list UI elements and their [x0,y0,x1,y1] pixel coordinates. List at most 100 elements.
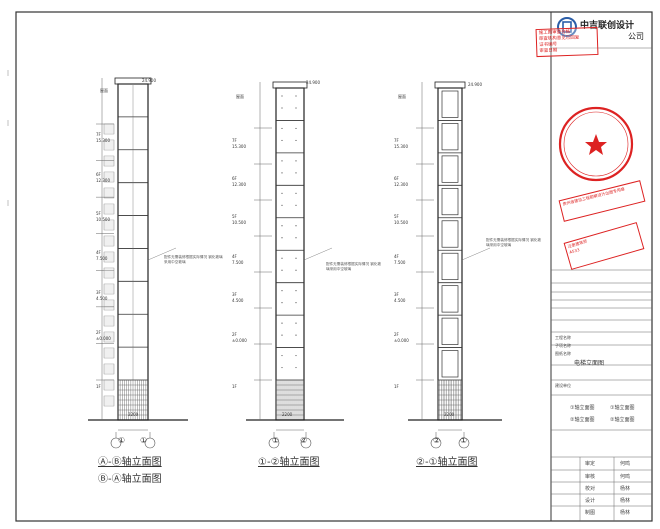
panel-dot [281,237,283,239]
base-dimension: 2200 [128,412,139,417]
project-row: 子项名称 [555,343,571,348]
panel-dot [295,160,297,162]
window-panel [441,285,459,313]
floor-label: 5F [394,214,399,219]
company-name-tail: 公司 [628,32,644,41]
window-panel [441,317,459,345]
panel-dot [281,139,283,142]
floor-elevation: 12.300 [96,178,110,183]
top-dimension: 24.900 [306,80,320,85]
floor-label: 7F [394,138,399,143]
floor-label: 7F [232,138,237,143]
floor-label: 4F [232,254,237,259]
drawing-caption-alt: Ⓑ-Ⓐ轴立面图 [98,474,162,485]
axis-bubble [144,437,156,449]
top-dimension: 24.900 [468,82,482,87]
panel-dot [281,322,283,324]
note-leader [147,247,177,261]
panel-dot [281,160,283,162]
note-leader [461,247,491,261]
elevation-note: 配件无需装修根据实际情况 钢化玻璃采用中空玻璃 [326,262,382,271]
roof-cap [434,81,466,89]
company-seal-icon [558,106,634,182]
panel-dot [281,290,283,292]
floor-label: 5F [232,214,237,219]
stair-window [103,363,115,375]
stair-window [103,203,115,215]
stair-window [103,315,115,327]
floor-elevation: 4.500 [394,298,406,303]
axis-bubble-label: ① [272,436,280,445]
panel-dot [281,172,283,174]
panel-dot [295,334,297,336]
floor-elevation: 15.300 [232,144,246,149]
floor-elevation: 10.500 [394,220,408,225]
floor-elevation: 12.300 [232,182,246,187]
stair-window [103,171,115,183]
panel-dot [295,290,297,292]
shaft-outline [275,87,305,421]
legend-item: ①轴立面图 [610,405,635,411]
roof-label: 屋面 [398,94,406,99]
window-panel [441,187,459,216]
base-dimension: 2200 [282,412,293,417]
shaft-outline [437,87,463,421]
floor-label: 6F [232,176,237,181]
panel-dot [281,107,283,109]
roof-label: 屋面 [236,94,244,99]
window-panel [441,155,459,183]
drawing-caption: ①-②轴立面图 [258,457,320,468]
panel-dot [281,204,283,206]
sign-name: 何鸣 [620,474,631,480]
panel-dot [295,302,297,304]
panel-dot [295,257,297,259]
panel-dot [281,192,283,194]
sign-role: 校对 [585,486,596,492]
floor-label: 6F [394,176,399,181]
roof-cap [272,81,308,89]
axis-bubble [430,437,442,449]
panel-dot [281,354,283,357]
elevation-note: 配件无需装修根据实际情况 钢化玻璃采用中空玻璃 [164,255,223,264]
sign-role: 审核 [585,474,596,480]
stair-window [103,235,115,247]
floor-label: 2F [96,330,101,335]
stair-window [103,139,115,151]
base-dimension: 2200 [444,412,455,417]
floor-label: 3F [96,290,101,295]
owner-label: 建设单位 [555,383,571,388]
floor-elevation: 7.500 [394,260,406,265]
axis-bubble [458,437,470,449]
panel-dot [295,225,297,227]
floor-label: 3F [394,292,399,297]
floor-elevation: 7.500 [232,260,244,265]
floor-elevation: 4.500 [96,296,108,301]
floor-elevation: 7.500 [96,256,108,261]
panel-dot [281,269,283,271]
panel-dot [281,127,283,130]
legend-item: ②轴立面图 [610,417,635,423]
floor-label: 2F [394,332,399,337]
axis-bubble-label: ① [118,436,126,445]
sign-name: 何鸣 [620,461,631,467]
panel-dot [295,366,297,369]
panel-dot [281,257,283,259]
note-leader [303,247,333,261]
panel-dot [295,107,297,109]
floor-elevation: 10.500 [232,220,246,225]
floor-label: 2F [232,332,237,337]
stair-window [103,379,115,391]
sign-name: 杨林 [620,486,631,492]
floor-elevation: 15.300 [96,138,110,143]
stair-window [103,395,115,407]
floor-label: 5F [96,211,101,216]
window-panel [441,252,459,281]
legend-item: ②轴立面图 [570,417,595,423]
elevation-note: 配件无需装修根据实际情况 钢化玻璃采用中空玻璃 [486,238,542,247]
panel-dot [281,366,283,369]
panel-dot [295,172,297,174]
drawing-caption: Ⓐ-Ⓑ轴立面图 [98,457,162,468]
top-dimension: 24.900 [142,78,156,83]
stair-window [103,331,115,343]
